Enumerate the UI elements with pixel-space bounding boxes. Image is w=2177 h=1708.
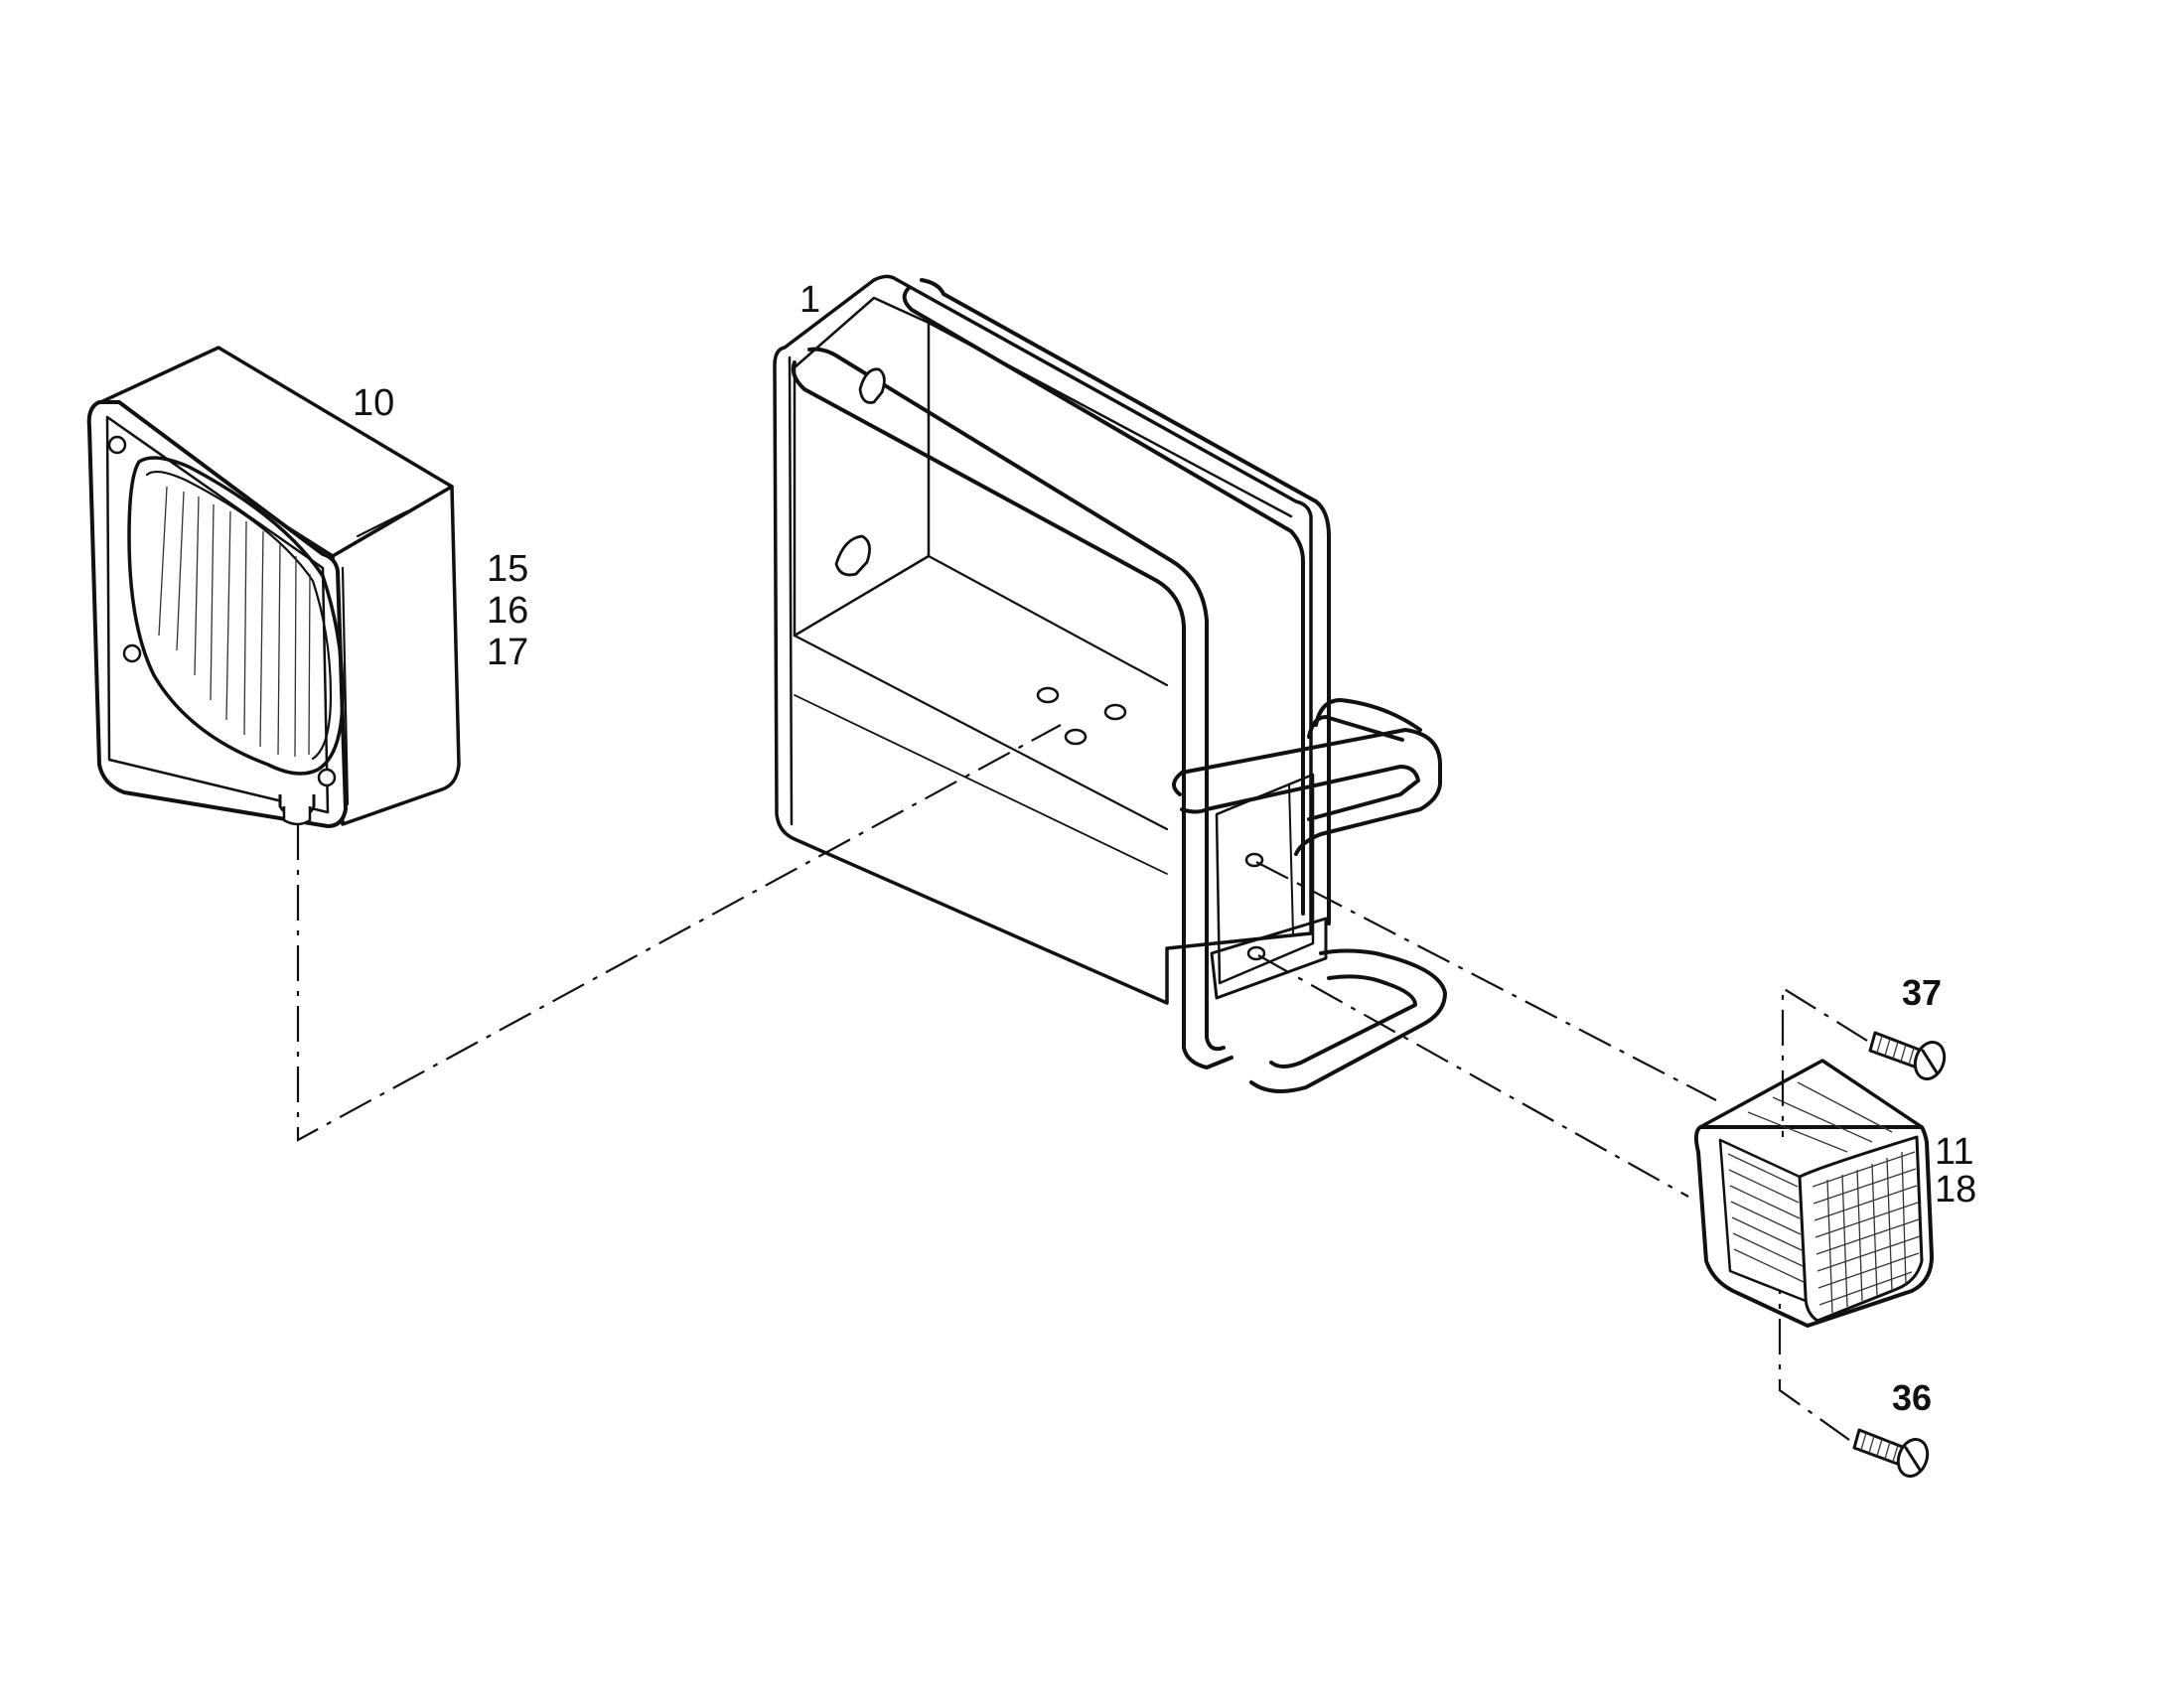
work-lamp	[86, 346, 461, 828]
label-work-lamp-part-3: 17	[487, 632, 528, 673]
indicator-lamp	[1693, 1059, 1934, 1328]
mounting-bracket	[773, 274, 1447, 1093]
screw-36	[1852, 1428, 1930, 1478]
label-indicator-part-1: 11	[1935, 1131, 1973, 1173]
label-screw-top: 37	[1902, 972, 1942, 1013]
assembly-lines	[296, 724, 1868, 1441]
label-work-lamp: 10	[353, 382, 394, 424]
screw-37	[1868, 1031, 1947, 1080]
label-work-lamp-part-1: 15	[487, 548, 528, 590]
label-screw-bottom: 36	[1892, 1377, 1932, 1418]
label-bracket: 1	[799, 279, 820, 321]
label-indicator-part-2: 18	[1935, 1169, 1976, 1210]
label-work-lamp-part-2: 16	[487, 590, 528, 632]
